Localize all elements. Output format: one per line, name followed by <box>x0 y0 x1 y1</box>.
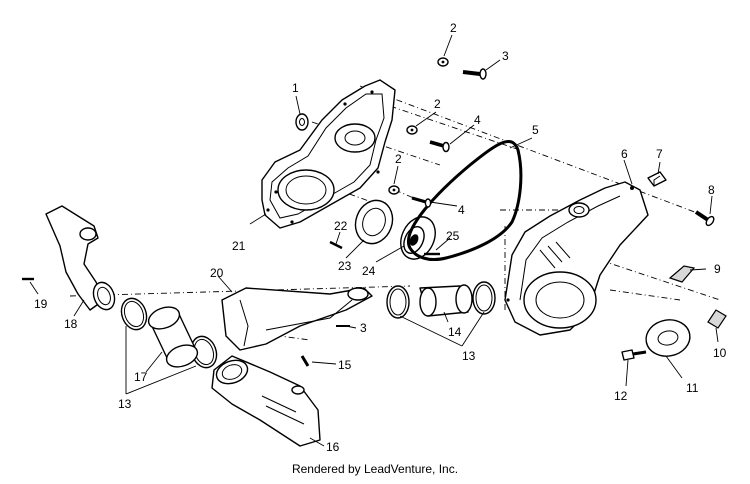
callout-2-top: 2 <box>450 21 457 35</box>
callout-24: 24 <box>362 264 376 278</box>
callout-2-low: 2 <box>395 152 402 166</box>
callout-19: 19 <box>34 297 48 311</box>
callout-4-upper: 4 <box>474 113 481 127</box>
callout-23: 23 <box>338 259 352 273</box>
callout-12: 12 <box>614 389 628 403</box>
lower-intake-duct <box>211 355 321 447</box>
callout-20: 20 <box>210 266 224 280</box>
callout-14: 14 <box>448 325 462 339</box>
callout-9: 9 <box>714 262 721 276</box>
callout-3-lower: 3 <box>360 321 367 335</box>
callout-4-lower: 4 <box>458 203 465 217</box>
callout-10: 10 <box>713 346 727 360</box>
callout-15: 15 <box>338 358 352 372</box>
intake-duct-left <box>45 205 116 311</box>
decal-diamond <box>707 309 727 329</box>
outer-clutch-cover <box>504 181 649 336</box>
decal-strip <box>668 265 696 283</box>
callout-16: 16 <box>326 440 340 454</box>
hose-clamp-left <box>120 297 218 369</box>
callout-21: 21 <box>232 239 246 253</box>
screw-right <box>694 210 715 227</box>
leader-lines <box>29 34 719 447</box>
callout-6: 6 <box>621 147 628 161</box>
cover-washer <box>645 319 691 357</box>
callout-8: 8 <box>708 183 715 197</box>
inner-cover-plate <box>261 79 396 229</box>
rubber-coupler <box>147 306 199 368</box>
seal-ring <box>354 199 394 245</box>
callout-2-mid: 2 <box>434 97 441 111</box>
callout-1: 1 <box>292 81 299 95</box>
callout-18: 18 <box>64 317 78 331</box>
callout-22: 22 <box>334 219 348 233</box>
credit-text: Rendered by LeadVenture, Inc. <box>291 462 459 476</box>
plug-clip <box>647 171 667 187</box>
upper-intake-duct <box>221 287 373 351</box>
callout-labels: 1 2 2 2 3 3 4 4 5 6 7 8 9 10 11 12 13 13… <box>34 21 727 454</box>
callout-13-right: 13 <box>462 349 476 363</box>
hose-clamp-pair <box>386 281 496 319</box>
callout-11: 11 <box>686 381 699 395</box>
drive-belt <box>406 139 523 262</box>
screw-lower <box>621 349 647 361</box>
callout-13-left: 13 <box>118 397 132 411</box>
callout-5: 5 <box>532 123 539 137</box>
callout-7: 7 <box>656 147 663 161</box>
callout-3-top: 3 <box>502 49 509 63</box>
callout-25: 25 <box>446 229 460 243</box>
callout-17: 17 <box>134 370 148 384</box>
fasteners <box>22 57 487 367</box>
